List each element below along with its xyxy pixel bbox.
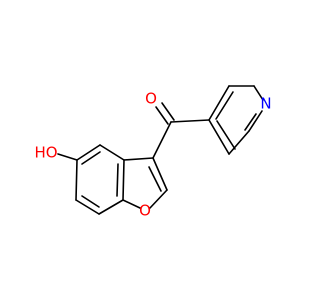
- bond-carbonyl-double-a: [155, 106, 169, 125]
- bond-benz-c6-c7: [75, 199, 100, 215]
- bond-pyr-inner-3: [216, 120, 236, 150]
- bond-pyr-c6-c5: [228, 130, 250, 155]
- bond-pyr-c4-c3: [208, 85, 230, 121]
- bond-benz-c6-c7-inner: [81, 195, 100, 208]
- bond-carbonyl-benzofuran: [152, 121, 172, 159]
- bond-furan-o-c7a: [122, 199, 141, 209]
- bond-hydroxyl: [57, 153, 78, 161]
- bonds: [57, 85, 264, 215]
- bond-furan-c3-c3a: [123, 157, 154, 161]
- bond-benz-c3a-c4: [99, 144, 125, 161]
- bond-furan-c3-c2-inner: [148, 166, 162, 192]
- atom-labels: O N HO O: [34, 90, 271, 220]
- bond-pyr-c2-n: [253, 85, 264, 101]
- bond-carbonyl-double-b: [161, 102, 175, 121]
- bond-pyr-inner-2: [244, 113, 257, 131]
- hydroxyl-label: HO: [34, 144, 57, 162]
- bond-furan-c2-o: [149, 189, 168, 209]
- molecule-structure: O N HO O: [34, 85, 272, 220]
- bond-benz-c3a-c7a-inner: [116, 163, 119, 197]
- bond-furan-c3-c2: [152, 157, 168, 191]
- bond-benz-c3a-c7a: [122, 159, 125, 201]
- bond-carbonyl-pyridine: [170, 119, 210, 123]
- bond-benz-c4-c5-inner: [81, 151, 101, 165]
- bond-pyr-c5-c4: [208, 119, 230, 155]
- carbonyl-oxygen-label: O: [145, 90, 157, 108]
- furan-oxygen-label: O: [139, 202, 151, 220]
- bond-benz-c5-c6: [75, 159, 78, 201]
- bond-benz-c7-c7a: [98, 199, 124, 215]
- bond-benz-c4-c5: [76, 144, 101, 161]
- pyridine-nitrogen-label: N: [260, 95, 271, 113]
- bond-pyr-inner-1: [215, 91, 234, 120]
- molecule-canvas: O N HO O: [34, 85, 272, 220]
- bond-pyr-n-c6: [248, 110, 263, 132]
